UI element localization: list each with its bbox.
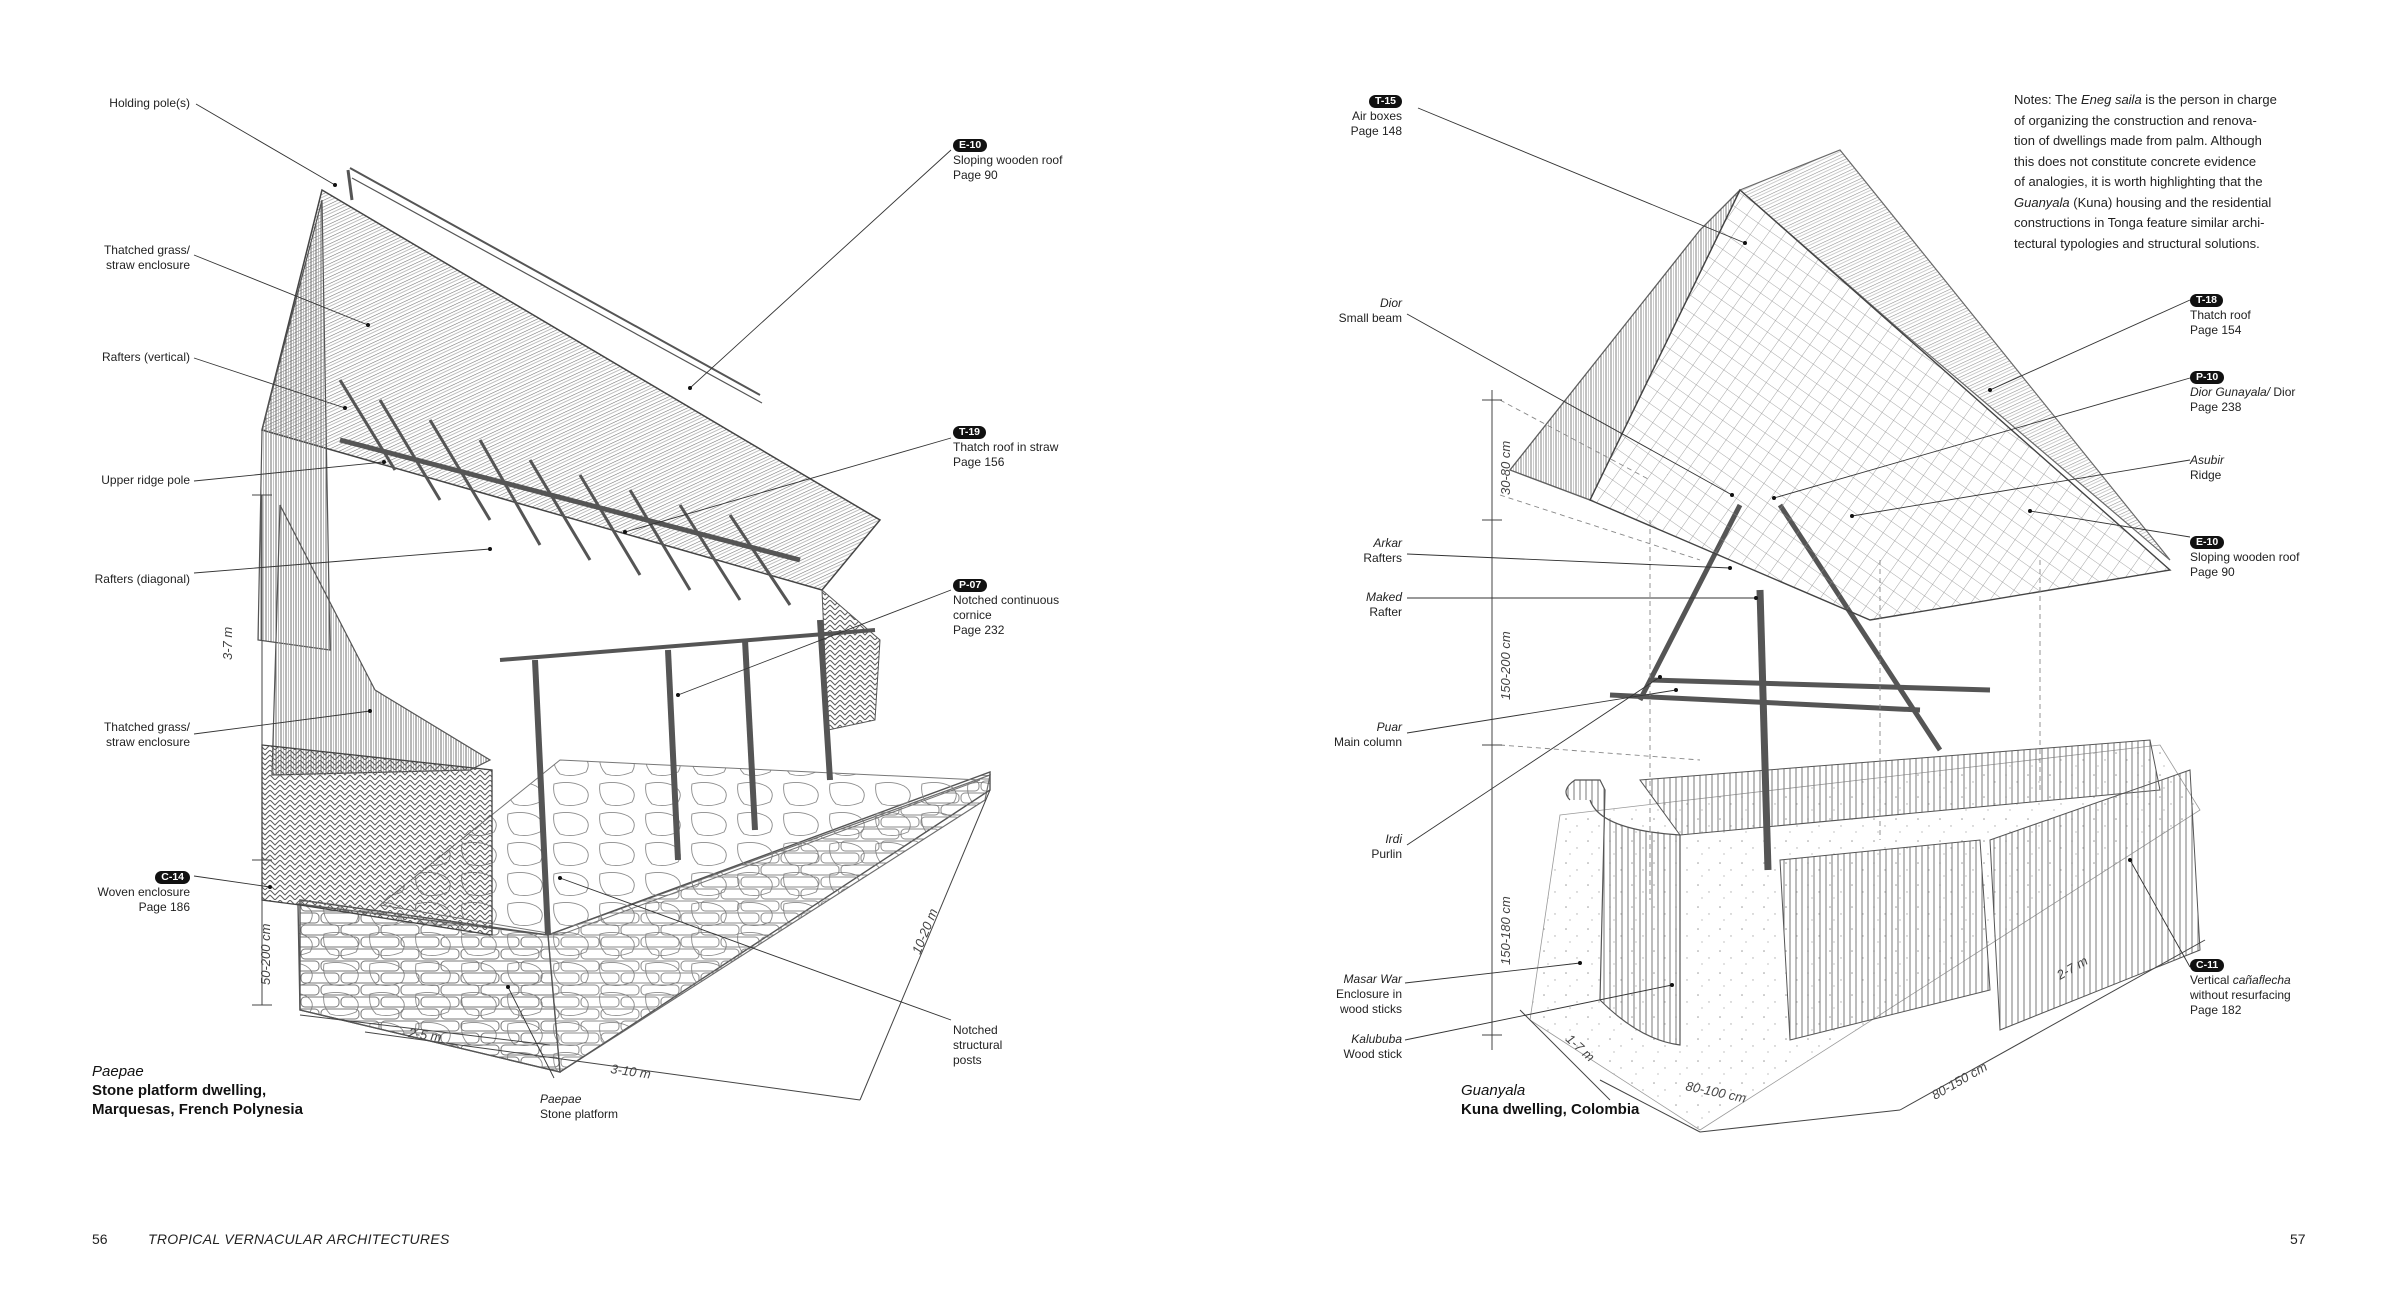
leader-lines-left <box>193 103 952 1079</box>
paepae-drawing: 3-7 m 50-200 cm 2-5 m 3-10 m 10-20 m <box>220 167 991 1101</box>
dimension-label: 3-7 m <box>220 627 235 660</box>
label-asubir: Asubir Ridge <box>2190 453 2225 482</box>
label-thatched-enclosure-lower: Thatched grass/ straw enclosure <box>103 720 190 749</box>
label-notched-cornice: P-07 Notched continuous cornice Page 232 <box>953 579 1060 637</box>
badge-e10: E-10 <box>2190 536 2225 549</box>
label-puar: Puar Main column <box>1333 720 1402 749</box>
label-air-boxes: T-15 Air boxes Page 148 <box>1350 95 1402 138</box>
label-irdi: Irdi Purlin <box>1371 832 1402 861</box>
label-rafters-diagonal: Rafters (diagonal) <box>94 572 190 586</box>
label-dior: Dior Small beam <box>1338 296 1402 325</box>
badge-c11: C-11 <box>2190 959 2225 972</box>
label-upper-ridge-pole: Upper ridge pole <box>101 473 190 487</box>
badge-t18: T-18 <box>2190 294 2224 307</box>
dimension-label: 150-180 cm <box>1498 896 1513 965</box>
label-holding-pole: Holding pole(s) <box>109 96 190 110</box>
dimension-label: 80-150 cm <box>1929 1059 1990 1103</box>
dimension-label: 10-20 m <box>909 906 941 956</box>
badge-e10: E-10 <box>953 139 988 152</box>
notes-paragraph: Notes: The Eneg saila is the person in c… <box>2014 92 2277 251</box>
figure-caption-left: Paepae Stone platform dwelling, Marquesa… <box>92 1063 303 1118</box>
dimension-label: 50-200 cm <box>258 923 273 985</box>
badge-t19: T-19 <box>953 426 987 439</box>
page-number-left: 56 <box>92 1231 108 1247</box>
badge-p10: P-10 <box>2190 371 2225 384</box>
running-title: TROPICAL VERNACULAR ARCHITECTURES <box>148 1231 450 1247</box>
label-dior-gunayala: P-10 Dior Gunayala/ Dior Page 238 <box>2190 371 2296 414</box>
label-notched-structural-posts: Notched structural posts <box>953 1023 1003 1067</box>
guanyala-drawing: 30-80 cm 150-200 cm 150-180 cm 1-7 m 80-… <box>1482 149 2206 1133</box>
leader-lines-right <box>1404 107 2191 1041</box>
label-vertical-canaflecha: C-11 Vertical cañaflecha without resurfa… <box>2190 959 2291 1017</box>
dimension-label: 30-80 cm <box>1498 441 1513 495</box>
badge-p07: P-07 <box>953 579 988 592</box>
label-rafters-vertical: Rafters (vertical) <box>101 350 190 364</box>
label-sloping-wooden-roof: E-10 Sloping wooden roof Page 90 <box>953 139 1063 182</box>
badge-t15: T-15 <box>1368 95 1402 108</box>
label-kalububa: Kalububa Wood stick <box>1343 1032 1402 1061</box>
label-paepae-platform: Paepae Stone platform <box>540 1092 619 1121</box>
dimension-label: 150-200 cm <box>1498 631 1513 700</box>
label-sloping-wooden-roof-right: E-10 Sloping wooden roof Page 90 <box>2190 536 2300 579</box>
label-thatch-roof-straw: T-19 Thatch roof in straw Page 156 <box>953 426 1059 469</box>
label-arkar: Arkar Rafters <box>1363 536 1402 565</box>
page-number-right: 57 <box>2290 1231 2306 1247</box>
label-woven-enclosure: C-14 Woven enclosure Page 186 <box>97 871 190 914</box>
leader-dots-right <box>1578 241 2132 987</box>
leader-dots-left <box>268 183 692 989</box>
dimension-label: 3-10 m <box>610 1061 652 1082</box>
dimension-label: 2-5 m <box>407 1025 443 1045</box>
label-thatch-roof: T-18 Thatch roof Page 154 <box>2190 294 2251 337</box>
label-thatched-enclosure: Thatched grass/ straw enclosure <box>103 243 190 272</box>
badge-c14: C-14 <box>155 871 190 884</box>
label-maked: Maked Rafter <box>1365 590 1402 619</box>
figure-caption-right: Guanyala Kuna dwelling, Colombia <box>1461 1082 1640 1118</box>
label-masar-war: Masar War Enclosure in wood sticks <box>1335 972 1402 1016</box>
